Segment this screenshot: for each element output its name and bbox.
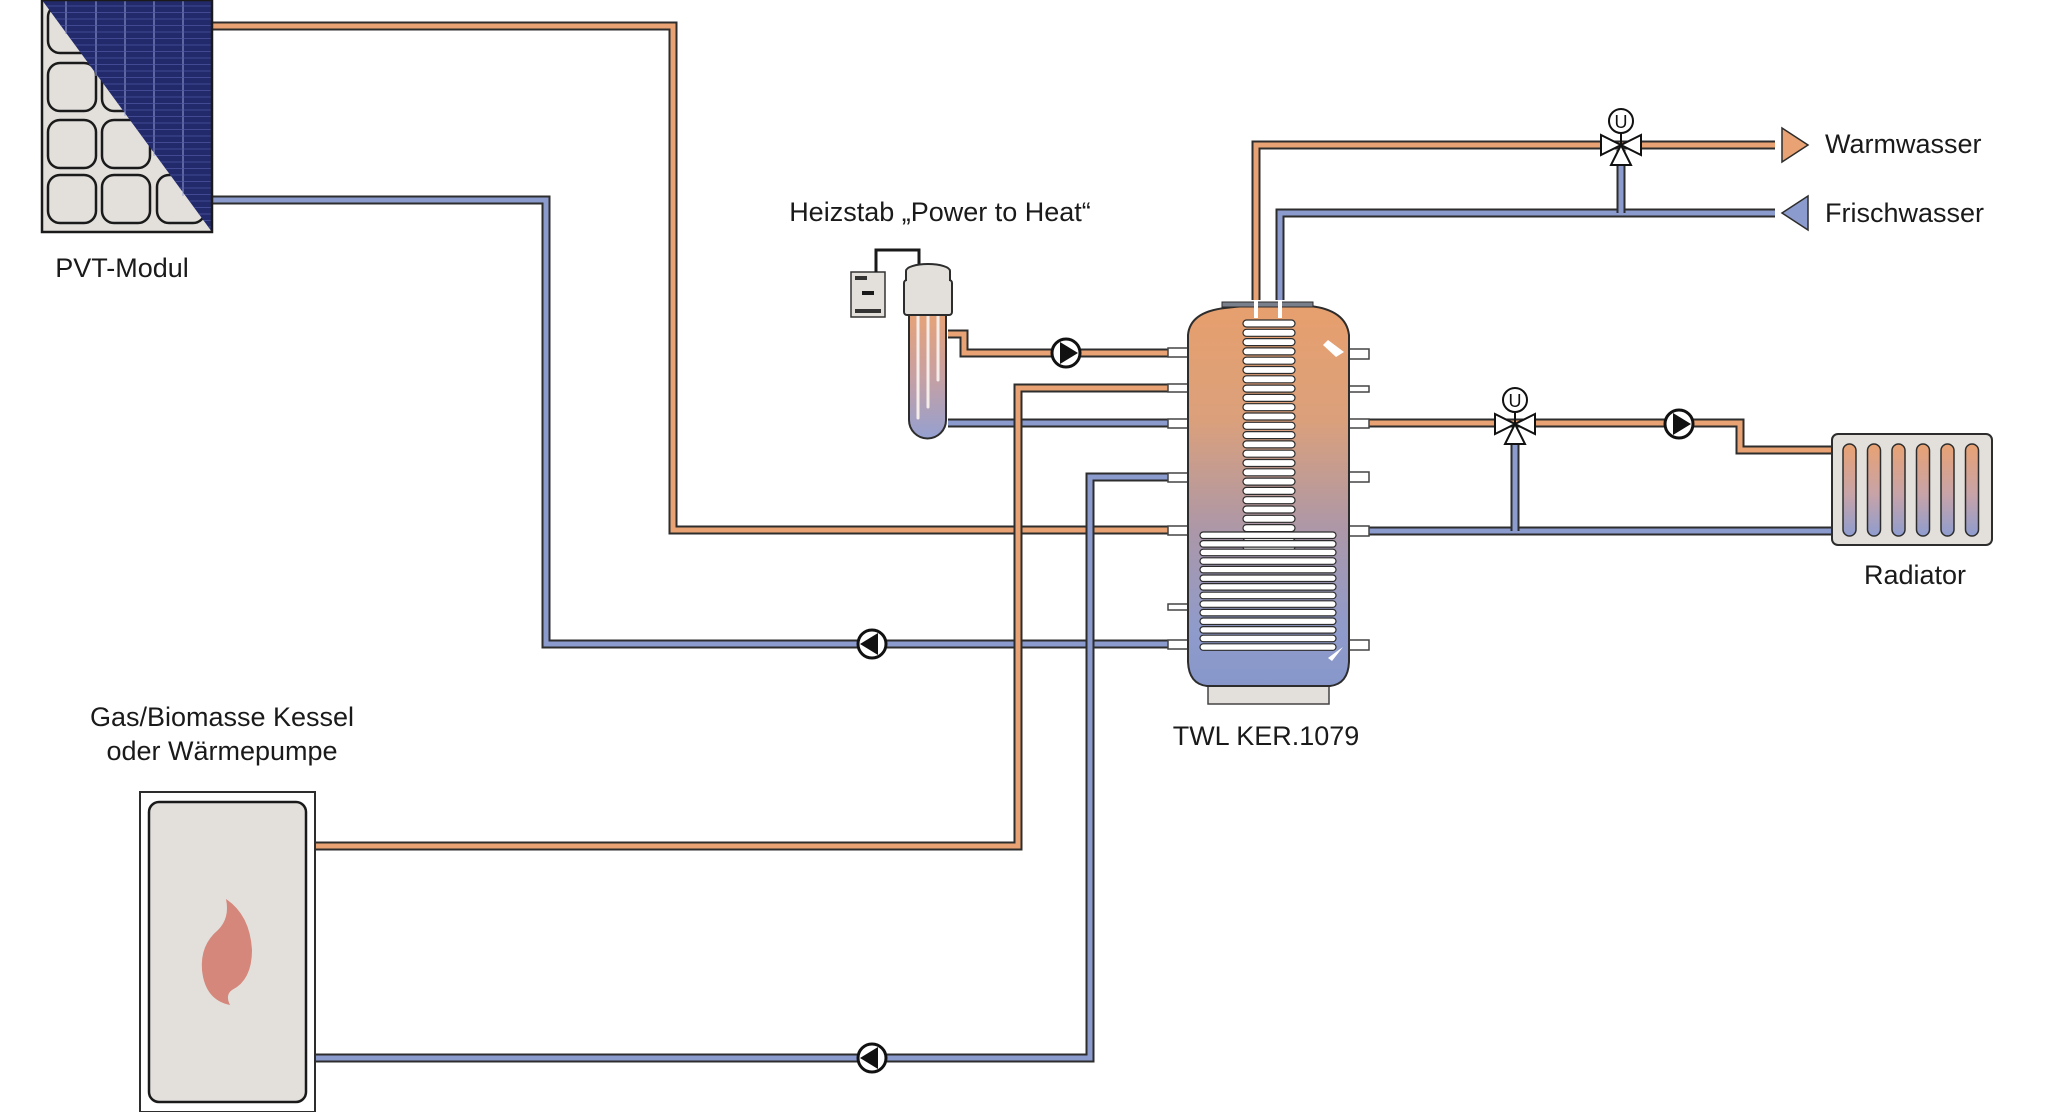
radiator-fin [1915, 443, 1931, 537]
pipe-heating-circuit-supply [1365, 418, 1832, 455]
mixing-valve-heating[interactable]: U [1494, 387, 1536, 445]
mixing-valve-dhw[interactable]: U [1600, 108, 1642, 166]
pipe-heating-circuit-return [1365, 430, 1832, 536]
valve-actuator-symbol: U [1509, 391, 1522, 411]
controller-box [850, 271, 886, 318]
radiator-fins [1842, 443, 1980, 537]
radiator-fin [1842, 443, 1857, 537]
pv-cell-lines [46, 5, 212, 228]
boiler-label-line2: oder Wärmepumpe [106, 736, 337, 766]
boiler-label-line1: Gas/Biomasse Kessel [90, 702, 354, 732]
pump-boiler-return[interactable] [856, 1042, 888, 1074]
radiator-fin [1940, 443, 1955, 537]
tank-label: TWL KER.1079 [1173, 721, 1360, 751]
radiator-label: Radiator [1864, 560, 1966, 590]
pipe-boiler-return [315, 472, 1182, 1063]
pump-heating-circuit[interactable] [1663, 408, 1695, 440]
dhw-coil [1242, 319, 1296, 551]
radiator-fin [1964, 443, 1980, 537]
heating-rod[interactable] [850, 248, 953, 440]
fresh-water-arrow-icon [1780, 194, 1809, 232]
flame-icon [201, 899, 252, 1005]
pump-heating-rod[interactable] [1050, 337, 1082, 369]
pvt-module-label: PVT-Modul [55, 253, 189, 283]
pipe-pvt-supply [212, 21, 1182, 535]
pipe-fresh-water [1275, 150, 1775, 300]
radiator[interactable] [1831, 433, 1993, 546]
radiator-fin [1891, 443, 1906, 537]
boiler[interactable] [139, 791, 316, 1112]
fresh-water-label: Frischwasser [1825, 198, 1984, 228]
heating-rod-label: Heizstab „Power to Heat“ [789, 197, 1091, 227]
hot-water-arrow-icon [1781, 126, 1810, 164]
storage-tank[interactable] [1167, 300, 1370, 705]
radiator-fin [1866, 443, 1882, 537]
pipes [212, 21, 1832, 1063]
pipe-boiler-supply [315, 383, 1182, 851]
heat-exchanger-coil [1199, 531, 1337, 651]
hot-water-label: Warmwasser [1825, 129, 1982, 159]
pipe-hot-water [1251, 140, 1775, 300]
pump-pvt-return[interactable] [856, 628, 888, 660]
tank-body [1187, 303, 1350, 687]
valve-actuator-symbol: U [1615, 112, 1628, 132]
pvt-module[interactable] [40, 0, 214, 234]
